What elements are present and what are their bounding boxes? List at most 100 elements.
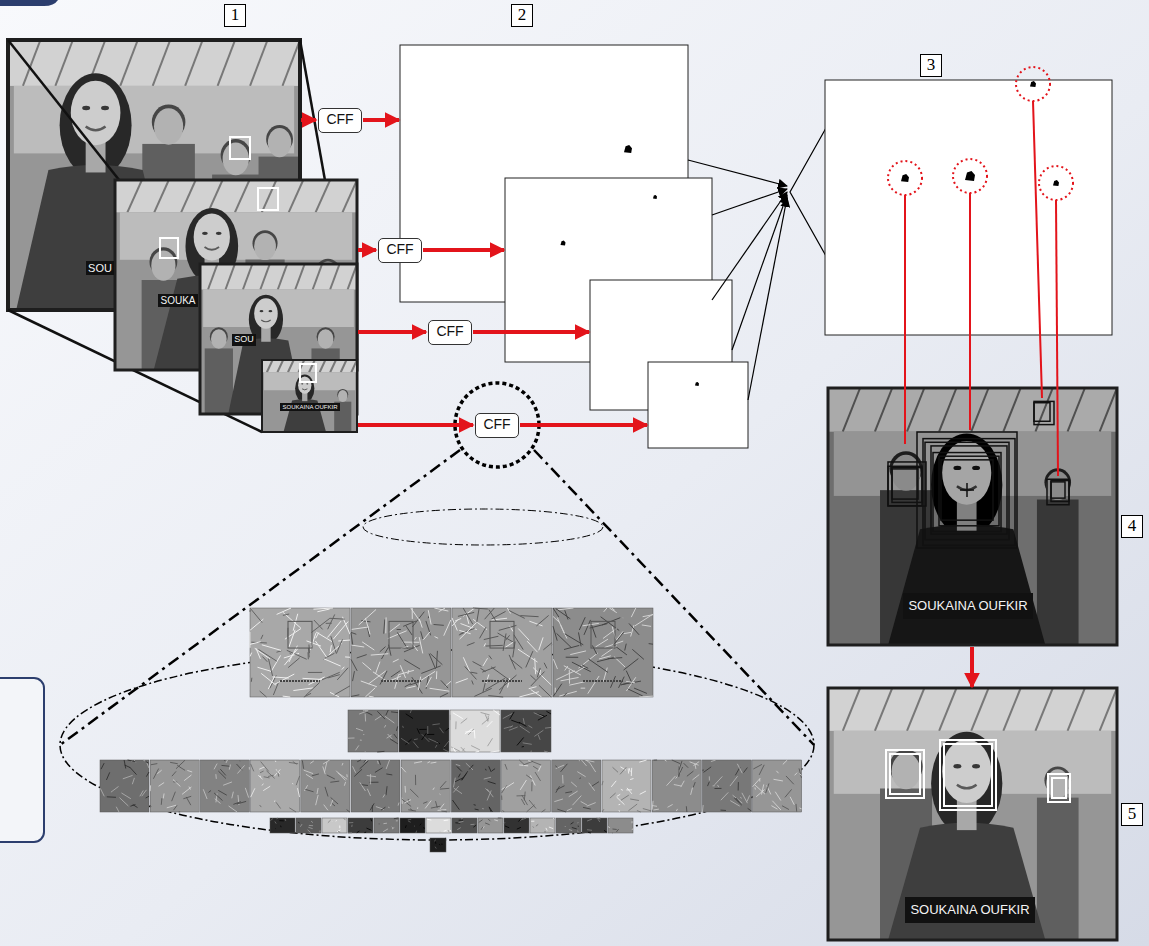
- map-texture: [632, 828, 634, 830]
- map-texture: [289, 630, 295, 647]
- map-ground: [608, 818, 633, 833]
- map-texture: [179, 811, 180, 812]
- node-text: CFF: [483, 417, 510, 432]
- map-texture: [415, 637, 417, 640]
- map-texture: [488, 781, 496, 783]
- map-texture: [415, 775, 416, 785]
- map-texture: [653, 809, 658, 811]
- map-texture: [380, 671, 387, 685]
- map-texture: [258, 649, 276, 661]
- ceiling-beam: [282, 40, 300, 86]
- map-texture: [795, 804, 797, 812]
- eye: [306, 383, 308, 384]
- map-texture: [302, 678, 321, 679]
- map-texture: [423, 827, 425, 829]
- map-texture: [392, 827, 394, 828]
- photograph: [115, 180, 357, 370]
- map-texture: [404, 660, 420, 669]
- map-texture: [533, 766, 538, 769]
- map-texture: [484, 643, 486, 646]
- map-texture: [611, 781, 616, 787]
- map-texture: [266, 771, 274, 779]
- map-texture: [587, 829, 592, 831]
- map-texture: [121, 793, 130, 799]
- map-texture: [556, 671, 575, 680]
- map-texture: [245, 788, 248, 798]
- candidate-box: [923, 439, 1015, 546]
- feature-map: [501, 710, 551, 752]
- map-texture: [581, 688, 586, 689]
- map-texture: [381, 807, 386, 810]
- map-texture: [273, 677, 289, 678]
- map-texture: [276, 769, 280, 774]
- map-texture: [293, 688, 313, 691]
- map-ground: [351, 608, 451, 697]
- feature-map: [430, 838, 446, 852]
- map-texture: [510, 659, 522, 669]
- map-texture: [289, 762, 298, 763]
- map-texture: [351, 645, 364, 647]
- map-texture: [429, 654, 435, 669]
- map-texture: [511, 726, 513, 728]
- ceiling-beam: [235, 180, 250, 212]
- map-texture: [431, 806, 441, 808]
- map-texture: [419, 671, 435, 681]
- map-texture: [439, 608, 445, 612]
- process-box: CFF: [378, 238, 422, 263]
- ceiling-beam: [1068, 388, 1085, 432]
- map-texture: [119, 798, 128, 806]
- map-texture: [577, 822, 579, 824]
- eye: [269, 310, 273, 312]
- response-blob: [965, 171, 975, 181]
- map-texture: [393, 659, 399, 662]
- map-texture: [283, 696, 291, 698]
- map-texture: [417, 728, 419, 733]
- map-texture: [595, 639, 607, 647]
- map-texture: [484, 636, 499, 639]
- map-texture: [587, 803, 596, 807]
- map-ground: [452, 818, 477, 833]
- map-texture: [627, 788, 632, 794]
- map-texture: [459, 821, 464, 822]
- map-texture: [319, 830, 320, 832]
- feature-map: [296, 818, 321, 833]
- map-ground: [426, 818, 451, 833]
- ceiling: [828, 688, 1117, 731]
- map-texture: [316, 795, 319, 805]
- map-face: [389, 621, 413, 648]
- map-texture: [385, 716, 394, 723]
- map-texture: [451, 747, 460, 751]
- corner-bar: [0, 0, 58, 6]
- feature-map: [100, 760, 149, 812]
- map-texture: [753, 778, 761, 787]
- map-texture: [551, 644, 552, 646]
- centre-mark: [960, 483, 974, 497]
- feature-map: [400, 818, 425, 833]
- candidate-box: [888, 466, 922, 505]
- feature-map: [450, 710, 500, 752]
- map-texture: [469, 765, 473, 769]
- map-texture: [270, 819, 273, 821]
- flow-arrow: [363, 118, 399, 122]
- map-texture: [528, 831, 529, 833]
- map-texture: [170, 762, 178, 763]
- jacket: [888, 823, 1045, 940]
- map-texture: [421, 631, 423, 639]
- map-texture: [493, 710, 500, 715]
- map-texture: [489, 610, 496, 622]
- map-texture: [298, 822, 300, 824]
- map-texture: [229, 765, 230, 770]
- map-ground: [348, 710, 398, 752]
- map-texture: [612, 829, 616, 830]
- map-texture: [479, 820, 483, 823]
- map-texture: [386, 760, 389, 769]
- map-ground: [502, 760, 551, 812]
- eye: [101, 106, 109, 110]
- map-texture: [150, 785, 151, 791]
- mouth: [302, 388, 307, 390]
- photograph: [200, 264, 357, 414]
- map-texture: [146, 762, 149, 763]
- map-texture: [455, 618, 461, 621]
- feature-map: [452, 608, 552, 697]
